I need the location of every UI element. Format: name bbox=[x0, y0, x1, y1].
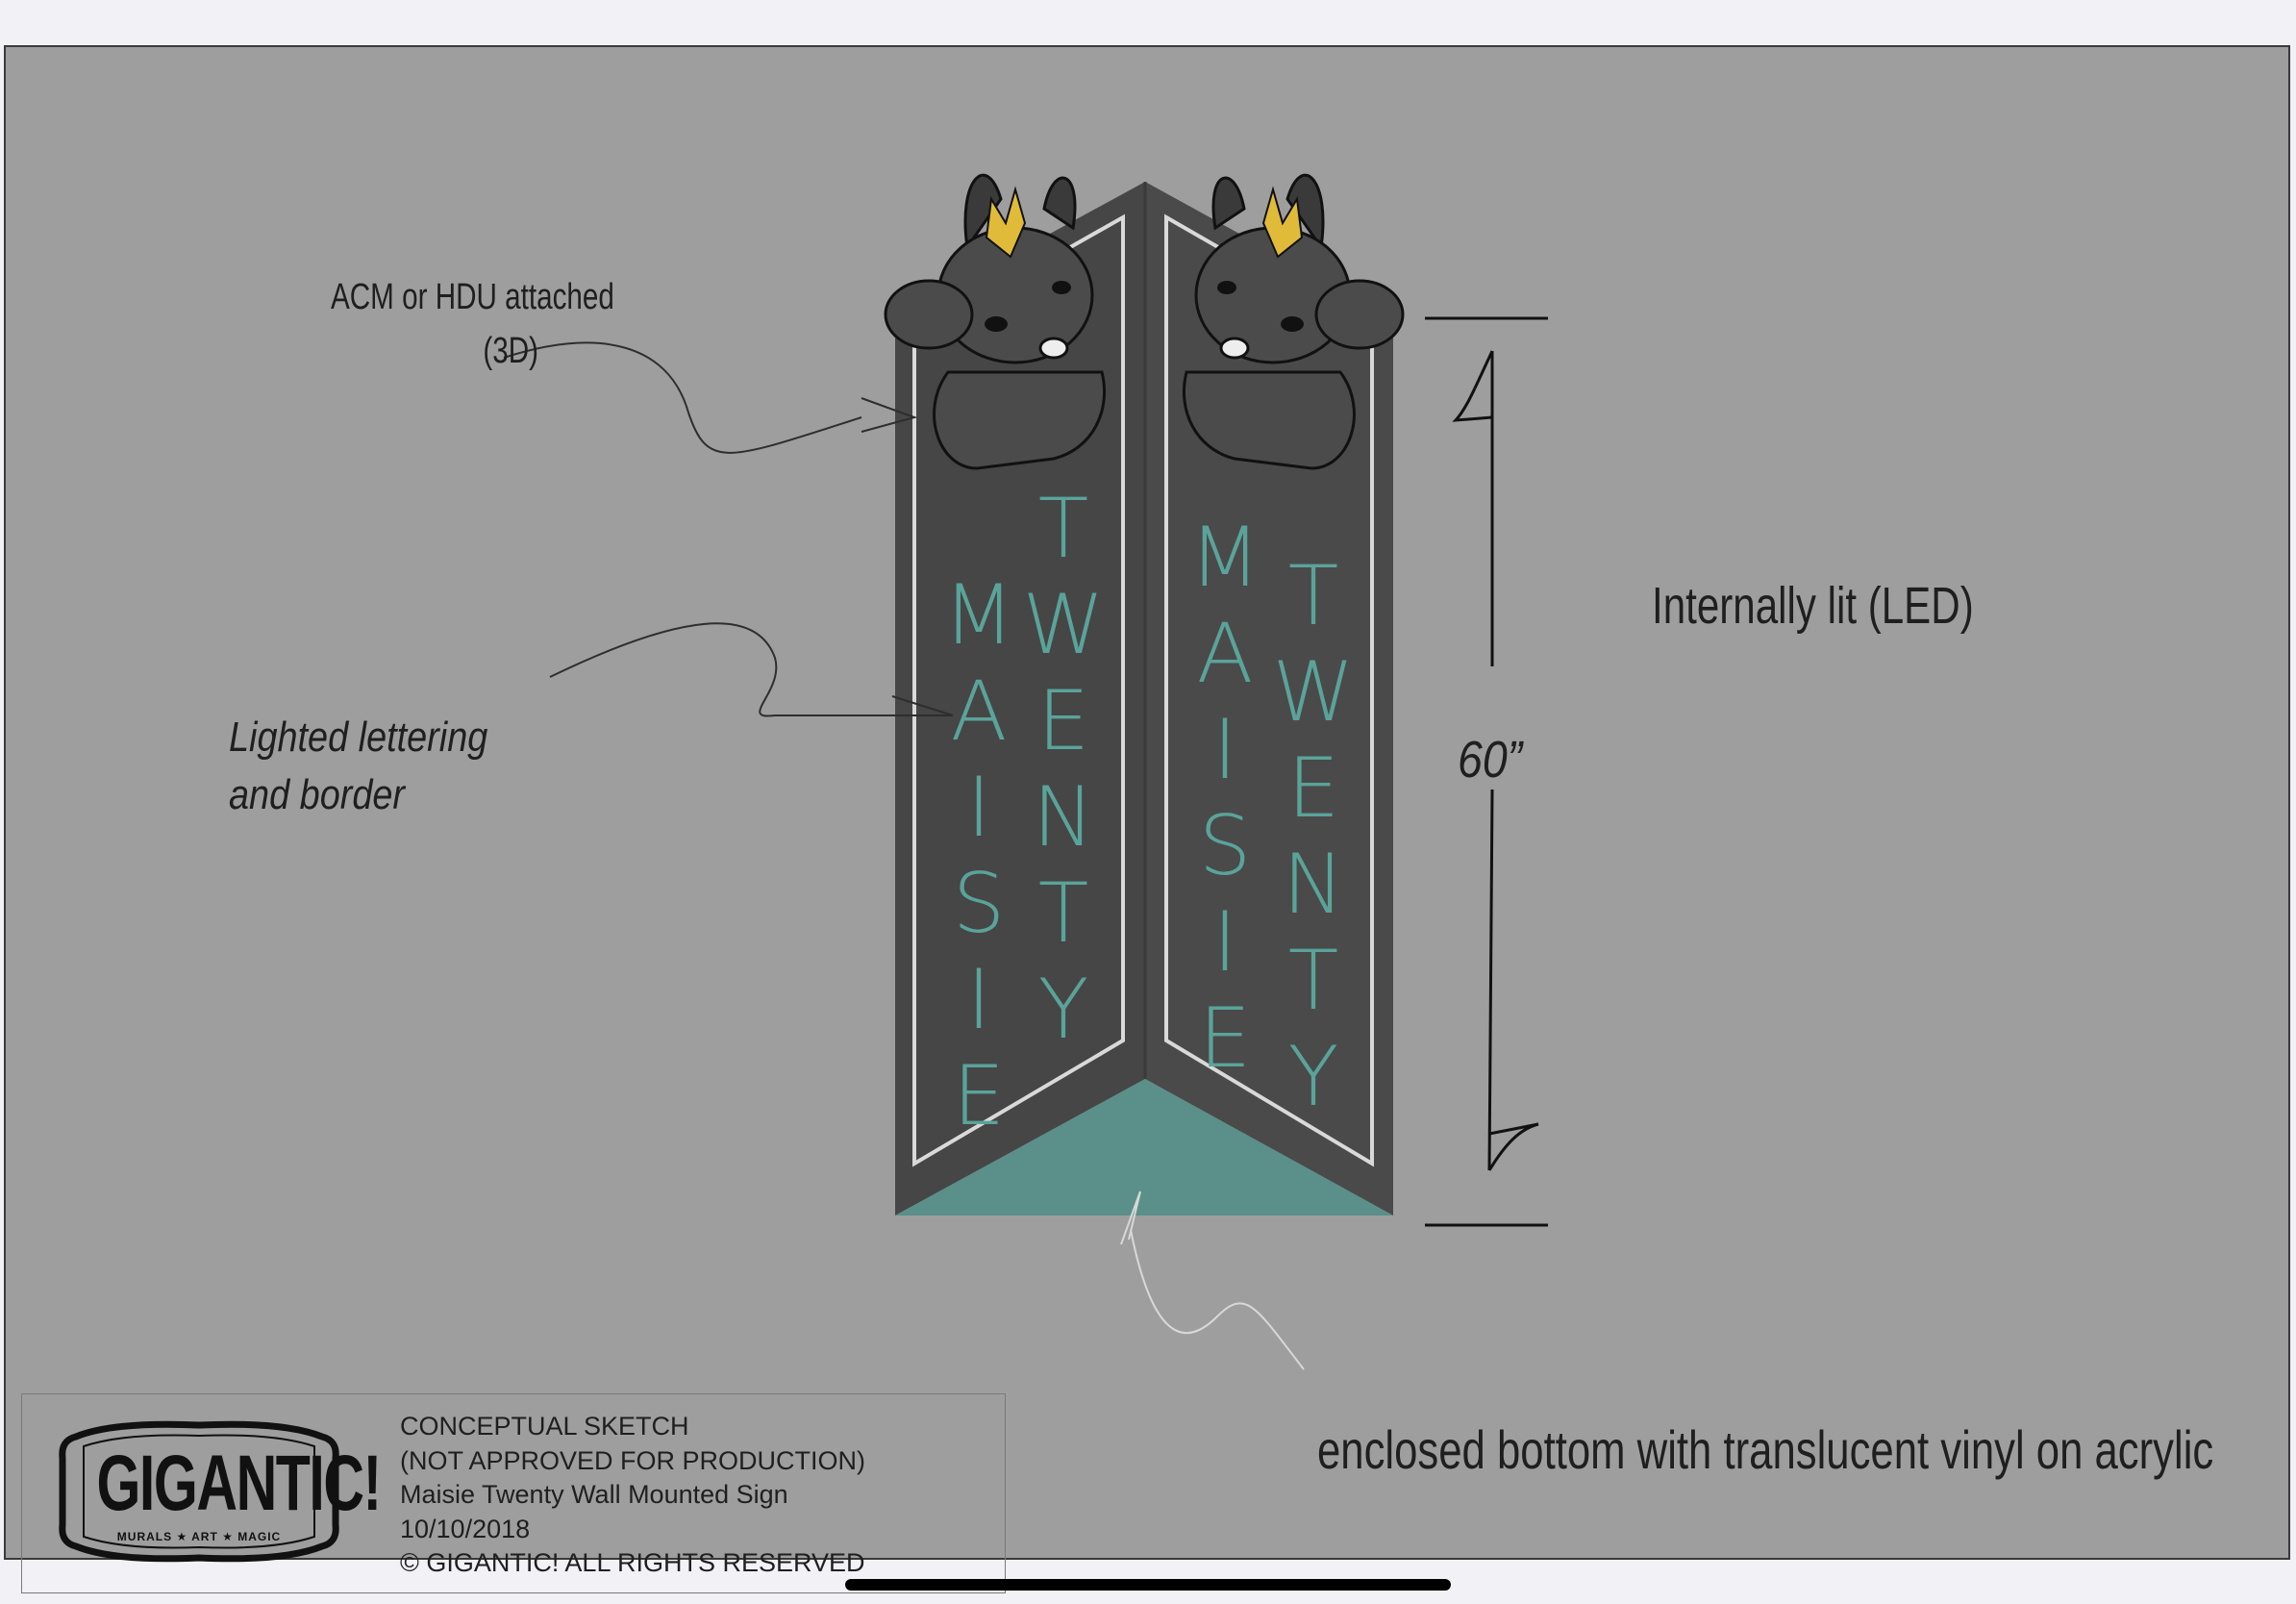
annotation-lighted-line1: Lighted lettering bbox=[229, 714, 488, 761]
sign-letter: A bbox=[951, 664, 1008, 760]
annotation-internally-lit: Internally lit (LED) bbox=[1652, 577, 1974, 635]
dimension-label: 60” bbox=[1458, 731, 1523, 789]
title-block: GIGANTIC! MURALS ★ ART ★ MAGIC CONCEPTUA… bbox=[21, 1393, 1006, 1593]
crown-icon bbox=[1261, 186, 1304, 259]
sign-letter: N bbox=[1283, 837, 1344, 933]
annotation-enclosed-bottom: enclosed bottom with translucent vinyl o… bbox=[1317, 1419, 2214, 1480]
annotation-acm-line2: (3D) bbox=[483, 331, 539, 371]
title-block-line: Maisie Twenty Wall Mounted Sign bbox=[400, 1480, 788, 1509]
crown-icon bbox=[985, 186, 1027, 259]
arrowhead-lighted bbox=[891, 695, 954, 716]
gigantic-logo: GIGANTIC! MURALS ★ ART ★ MAGIC bbox=[57, 1419, 382, 1564]
logo-wordmark: GIGANTIC! bbox=[96, 1440, 382, 1527]
enclosed-bottom bbox=[895, 1079, 1393, 1216]
arrowhead-acm bbox=[861, 397, 918, 433]
arrowhead-enclosed bbox=[1120, 1190, 1141, 1245]
annotation-lighted: Lighted lettering and border bbox=[229, 709, 487, 824]
title-block-line: (NOT APPROVED FOR PRODUCTION) bbox=[400, 1445, 866, 1475]
sign-letter: A bbox=[1197, 606, 1254, 702]
sign-letter: T bbox=[1288, 548, 1339, 644]
sign-letter: W bbox=[1272, 644, 1354, 740]
sign-letter: E bbox=[1287, 740, 1339, 837]
logo-badge-icon bbox=[59, 1420, 339, 1563]
sign-letter: S bbox=[953, 856, 1006, 952]
logo-tagline: MURALS ★ ART ★ MAGIC bbox=[116, 1530, 282, 1543]
leader-enclosed bbox=[1130, 1229, 1305, 1370]
sign-letter: M bbox=[943, 567, 1014, 664]
annotation-acm: ACM or HDU attached (3D) bbox=[331, 270, 614, 378]
sign-letter: Y bbox=[1288, 1029, 1339, 1125]
leader-lighted bbox=[549, 622, 900, 717]
sign-letter: I bbox=[1212, 894, 1236, 990]
sign-letter: I bbox=[1212, 702, 1236, 798]
bulldog-right bbox=[1182, 173, 1405, 470]
bulldog-left bbox=[884, 173, 1107, 470]
sign-letter: E bbox=[1199, 990, 1251, 1087]
title-block-line: 10/10/2018 bbox=[400, 1514, 531, 1543]
sign-letter: M bbox=[1189, 510, 1260, 606]
sign-letter: I bbox=[966, 760, 990, 856]
annotation-lighted-line2: and border bbox=[229, 771, 406, 818]
annotation-acm-line1: ACM or HDU attached bbox=[331, 277, 614, 317]
home-indicator[interactable] bbox=[845, 1579, 1451, 1591]
sign-letter: I bbox=[966, 952, 990, 1048]
sign-letter: E bbox=[953, 1048, 1005, 1144]
sign-letter: E bbox=[1037, 673, 1089, 769]
title-block-line: © GIGANTIC! ALL RIGHTS RESERVED bbox=[400, 1548, 865, 1577]
sign-letter: T bbox=[1038, 481, 1089, 577]
sign-letter: T bbox=[1038, 865, 1089, 962]
sign-letter: N bbox=[1033, 769, 1094, 865]
sign-letter: Y bbox=[1038, 962, 1089, 1058]
leader-acm bbox=[503, 341, 862, 454]
sign-letter: T bbox=[1288, 933, 1339, 1029]
title-block-line: CONCEPTUAL SKETCH bbox=[400, 1412, 689, 1441]
sign-letter: W bbox=[1022, 577, 1104, 673]
dimension-60 bbox=[1425, 316, 1548, 1227]
sign-letter: S bbox=[1199, 798, 1252, 894]
title-block-text: CONCEPTUAL SKETCH (NOT APPROVED FOR PROD… bbox=[400, 1410, 865, 1581]
